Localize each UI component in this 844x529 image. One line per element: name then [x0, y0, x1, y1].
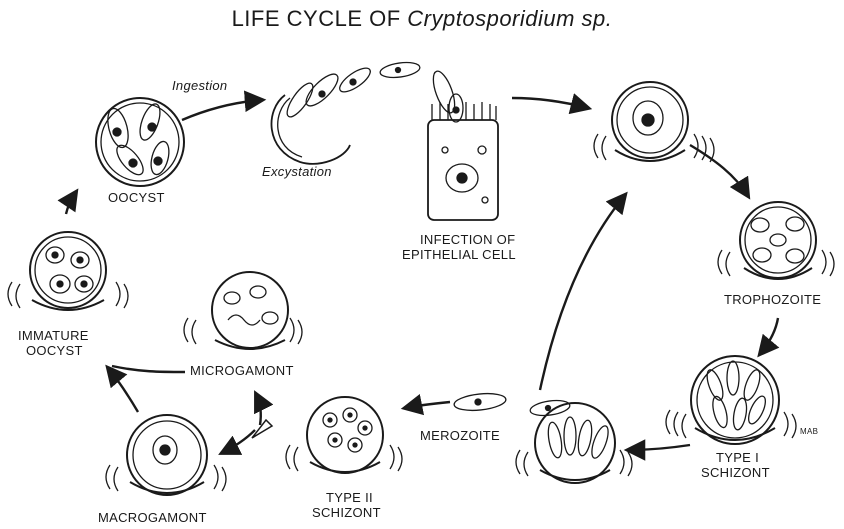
artist-initials: MAB	[800, 424, 818, 439]
arrow-type1-to-release	[628, 445, 690, 450]
label-macrogamont: MACROGAMONT	[98, 510, 207, 525]
label-oocyst: OOCYST	[108, 190, 165, 205]
arrow-early-to-trophozoite	[690, 145, 748, 196]
arrow-infection-to-trophozoite	[512, 98, 588, 108]
label-microgamont: MICROGAMONT	[190, 363, 294, 378]
microgamont-drawing	[184, 272, 302, 349]
arrow-immature-to-oocyst	[66, 192, 76, 214]
arrow-merozoite-to-type2	[405, 402, 450, 408]
epithelial-cell-drawing	[428, 94, 498, 220]
merozoite-release-drawing	[516, 398, 632, 483]
macrogamont-drawing	[106, 415, 226, 495]
label-ingestion: Ingestion	[172, 78, 227, 93]
immature-oocyst-drawing	[8, 232, 128, 310]
label-trophozoite: TROPHOZOITE	[724, 292, 821, 307]
label-infection-line2: EPITHELIAL CELL	[402, 247, 516, 262]
label-type2-line2: SCHIZONT	[312, 505, 381, 520]
arrow-trophozoite-to-type1	[760, 318, 778, 354]
arrow-macrogamont-to-immature	[108, 368, 138, 412]
arrow-release-to-infection	[540, 195, 625, 390]
oocyst-drawing	[96, 98, 184, 186]
merozoite-drawing	[453, 391, 506, 412]
label-merozoite: MEROZOITE	[420, 428, 500, 443]
label-type2-line1: TYPE II	[326, 490, 373, 505]
label-excystation: Excystation	[262, 164, 332, 179]
arrow-microgamete-up	[256, 394, 261, 425]
label-immature-line1: IMMATURE	[18, 328, 89, 343]
label-infection-line1: INFECTION OF	[420, 232, 515, 247]
label-immature-line2: OOCYST	[26, 343, 83, 358]
excystation-drawing	[271, 60, 459, 164]
label-type1-line1: TYPE I	[716, 450, 759, 465]
microgamete-drawing	[252, 420, 272, 438]
arrow-microgamete-down	[222, 430, 255, 453]
arrow-oocyst-to-excystation	[182, 100, 262, 120]
trophozoite-drawing	[718, 202, 834, 279]
type2-schizont-drawing	[286, 397, 402, 473]
arrow-microgamont-to-immature-join	[112, 366, 185, 372]
type1-schizont-drawing	[666, 356, 796, 444]
label-type1-line2: SCHIZONT	[701, 465, 770, 480]
